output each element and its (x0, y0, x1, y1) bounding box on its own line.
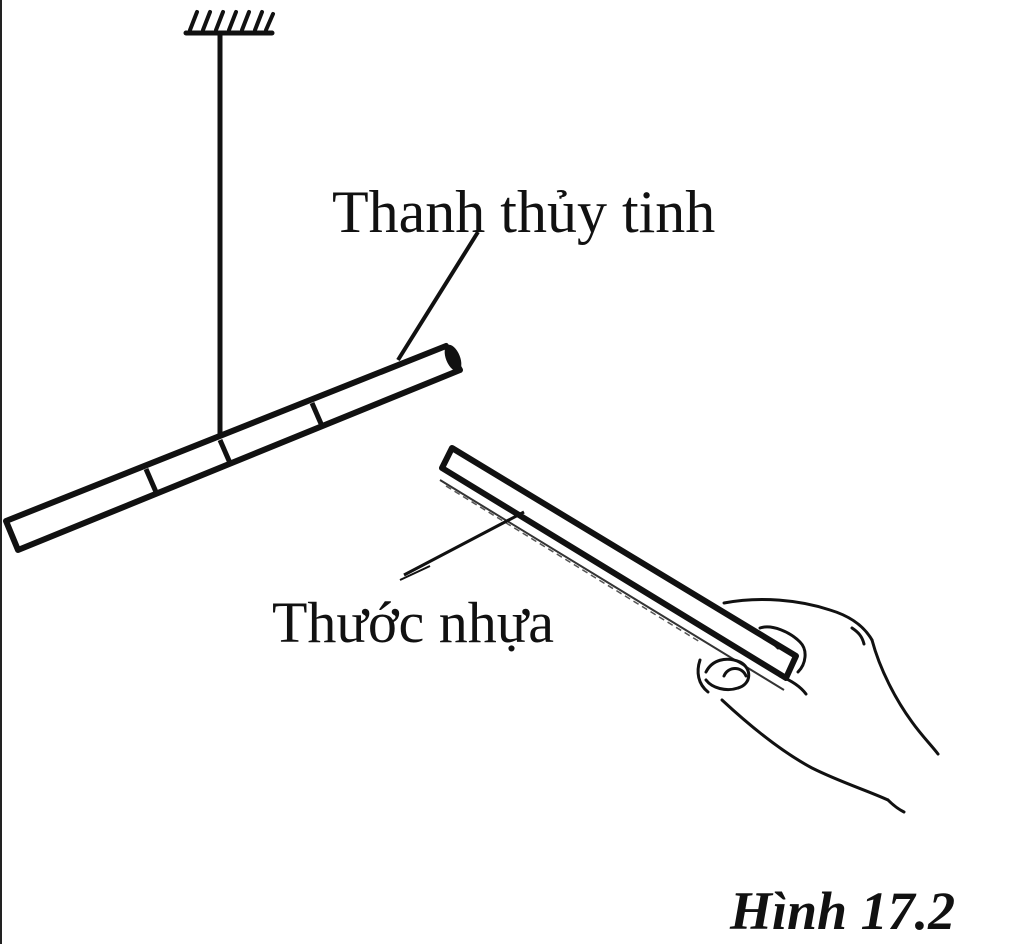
image-border (0, 0, 2, 944)
glass-rod (3, 343, 463, 553)
figure-caption: Hình 17.2 (730, 881, 956, 941)
plastic-ruler-leader-line (399, 510, 525, 581)
glass-rod-label: Thanh thủy tinh (332, 179, 716, 245)
plastic-ruler-label: Thước nhựa (272, 590, 554, 655)
ceiling-support-icon (183, 10, 275, 36)
hand-icon (696, 597, 940, 814)
glass-rod-leader-line (396, 230, 480, 362)
plastic-ruler (439, 445, 799, 691)
